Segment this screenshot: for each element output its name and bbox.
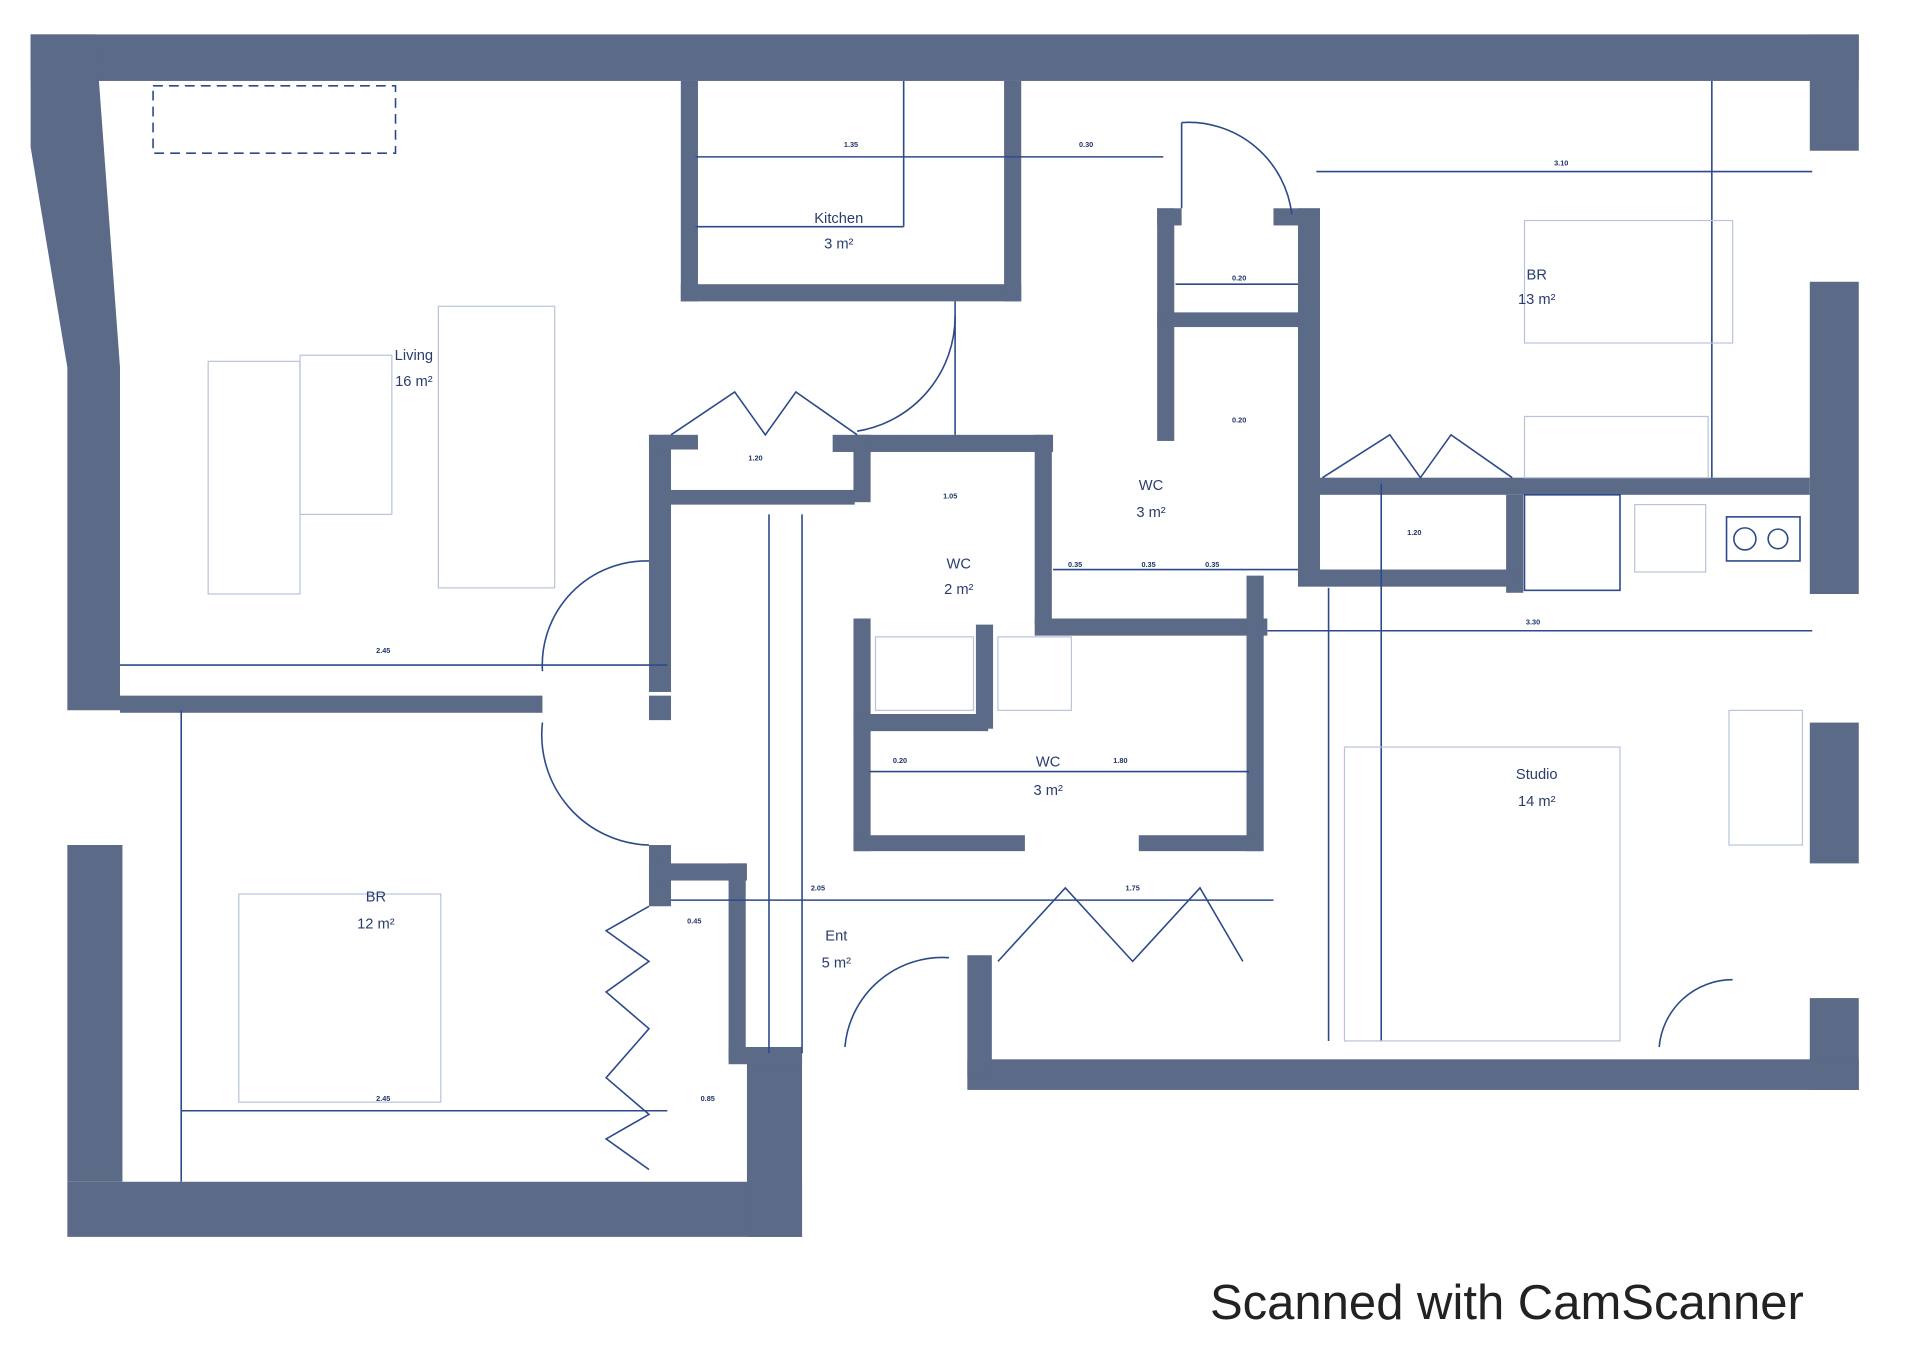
room-br-south-area: 12 m² [357,916,395,932]
room-br-north-area: 13 m² [1518,292,1556,308]
scanner-watermark: Scanned with CamScanner [1210,1276,1804,1330]
dim-label: 0.20 [893,756,907,765]
room-wc-small-area: 2 m² [944,582,973,598]
room-wc-north-name: WC [1139,478,1164,494]
walls [30,34,1859,1237]
dim-label: 2.45 [376,646,390,655]
room-living-area: 16 m² [395,374,433,390]
dim-label: 1.05 [943,492,957,501]
room-kitchen-name: Kitchen [814,211,863,227]
room-living-name: Living [395,348,433,364]
dim-label: 1.35 [844,140,858,149]
dim-label: 0.45 [687,916,701,925]
room-wc-south-area: 3 m² [1033,783,1062,799]
dimension-labels: 1.35 0.30 3.10 0.20 0.20 1.20 1.20 0.35 … [376,140,1568,1103]
dim-label: 2.45 [376,1094,390,1103]
dim-label: 0.35 [1205,560,1219,569]
doors [541,121,1733,1171]
room-studio-name: Studio [1516,767,1558,783]
dimension-lines [120,80,1813,1182]
dim-label: 3.10 [1554,158,1568,167]
dim-label: 1.20 [748,454,762,463]
room-kitchen-area: 3 m² [824,237,853,253]
room-wc-south-name: WC [1036,755,1061,771]
room-br-north-name: BR [1527,267,1547,283]
dim-label: 0.35 [1141,560,1155,569]
dim-label: 1.20 [1407,528,1421,537]
dim-label: 3.30 [1526,618,1540,627]
dim-label: 0.30 [1079,140,1093,149]
dim-label: 2.05 [811,883,825,892]
furniture [152,85,1804,1103]
room-br-south-name: BR [366,889,386,905]
room-wc-small-name: WC [947,556,972,572]
dim-label: 0.85 [701,1094,715,1103]
room-wc-north-area: 3 m² [1136,505,1165,521]
room-studio-area: 14 m² [1518,794,1556,810]
dim-label: 1.80 [1113,756,1127,765]
dim-label: 0.20 [1232,416,1246,425]
dim-label: 0.20 [1232,274,1246,283]
dim-label: 1.75 [1126,883,1140,892]
dim-label: 0.35 [1068,560,1082,569]
room-entry-area: 5 m² [822,955,851,971]
room-entry-name: Ent [825,929,847,945]
room-labels: Kitchen 3 m² Living 16 m² WC 3 m² BR 13 … [357,211,1557,971]
